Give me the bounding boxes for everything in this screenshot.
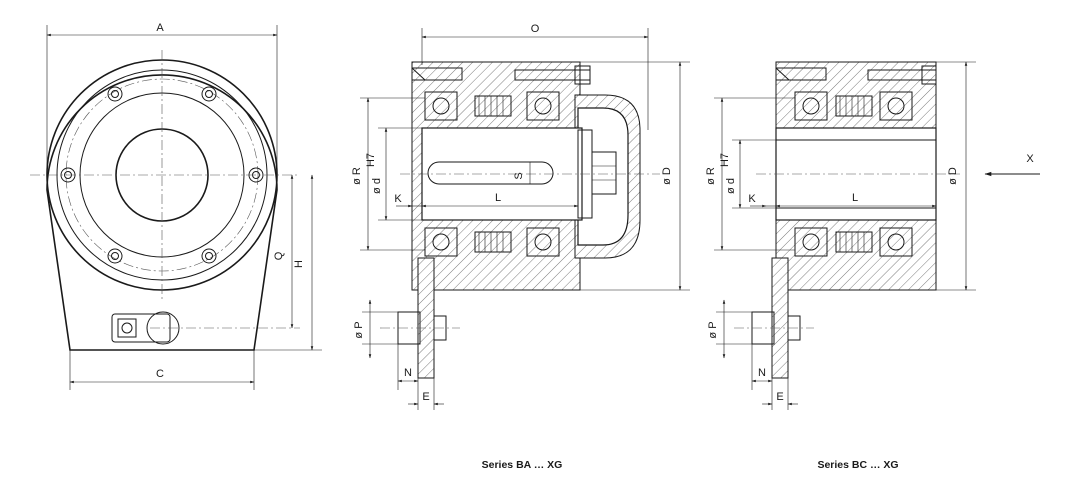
ba-cover-bolts xyxy=(411,65,591,85)
section-bc: ø D X ø R ø d H7 K L ø P N E xyxy=(705,61,1040,471)
dim-h-label: H xyxy=(293,260,305,268)
ba-dim-p-label: ø P xyxy=(353,321,365,338)
ba-dim-r-label: ø R xyxy=(351,167,363,185)
dim-c-label: C xyxy=(156,368,164,380)
dim-q-label: Q xyxy=(273,251,285,260)
ba-caption: Series BA … XG xyxy=(482,459,563,471)
bc-tolerance-label: H7 xyxy=(719,153,731,167)
ba-dim-k-label: K xyxy=(394,193,402,205)
bc-dim-l-label: L xyxy=(852,192,858,204)
bc-dim-n-label: N xyxy=(758,367,766,379)
bc-caption: Series BC … XG xyxy=(817,459,898,471)
ba-dim-d-bore-label: ø d xyxy=(371,178,383,194)
ba-bearings xyxy=(424,91,560,257)
ba-tolerance-label: H7 xyxy=(365,153,377,167)
bc-cover-bolts xyxy=(775,65,937,85)
section-ba: O ø D ø R ø d H7 K L S ø P xyxy=(351,23,690,471)
dim-a-label: A xyxy=(156,22,164,34)
bc-x-label: X xyxy=(1026,153,1034,165)
housing-outline xyxy=(46,74,278,351)
bc-dim-r-label: ø R xyxy=(705,167,717,185)
bc-dim-e-label: E xyxy=(776,391,783,403)
bc-dim-d-label: ø D xyxy=(947,167,959,185)
ba-dim-d-label: ø D xyxy=(661,167,673,185)
ba-keyway xyxy=(427,161,554,185)
ba-end-nut xyxy=(577,129,617,219)
ba-dim-n-label: N xyxy=(404,367,412,379)
ba-dim-l-label: L xyxy=(495,192,501,204)
bc-bearings xyxy=(794,91,913,257)
front-view: A C Q H xyxy=(30,22,322,390)
bc-dim-d-bore-label: ø d xyxy=(725,178,737,194)
bc-dim-k-label: K xyxy=(748,193,756,205)
ba-dim-s-label: S xyxy=(513,172,525,179)
ba-dim-e-label: E xyxy=(422,391,429,403)
bc-dim-p-label: ø P xyxy=(707,321,719,338)
dim-o-label: O xyxy=(531,23,540,35)
